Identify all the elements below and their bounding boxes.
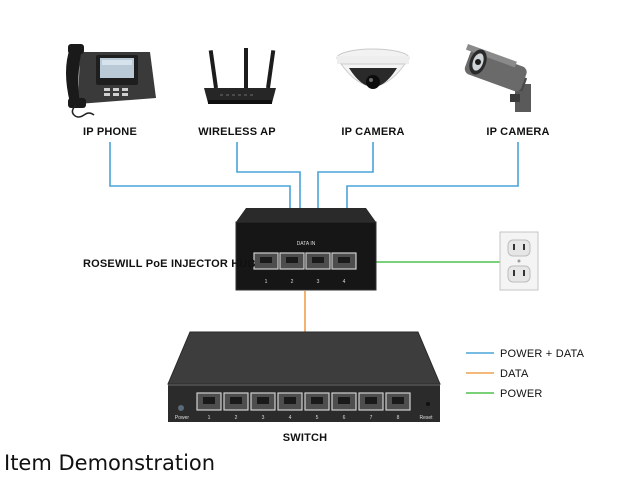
legend-label-power-data: POWER + DATA [500, 348, 585, 360]
switch-port-number: 2 [235, 415, 238, 421]
injector-port-number: 4 [343, 279, 346, 285]
injector-port-number: 2 [291, 279, 294, 285]
dome-camera-icon [336, 48, 410, 89]
switch-port-number: 1 [208, 415, 211, 421]
switch-port-number: 6 [343, 415, 346, 421]
bullet-camera-icon [464, 43, 531, 112]
wireless-ap-label: WIRELESS AP [198, 126, 276, 138]
legend: POWER + DATA DATA POWER [466, 348, 585, 400]
injector-panel-text: DATA IN [297, 241, 316, 247]
network-switch: Power Reset 1 2 3 4 5 6 7 8 [167, 331, 441, 422]
poe-injector-hub: DATA IN 1 2 3 4 [235, 208, 377, 291]
switch-port-number: 7 [370, 415, 373, 421]
caption-title: Item Demonstration [4, 451, 216, 475]
switch-reset-hole [426, 402, 430, 406]
line-wireless-ap [236, 142, 301, 208]
ip-phone-label: IP PHONE [83, 126, 137, 138]
legend-label-data: DATA [500, 368, 529, 380]
ip-phone-device: IP PHONE [66, 44, 156, 138]
dome-camera-device: IP CAMERA [336, 48, 410, 138]
injector-port-number: 1 [265, 279, 268, 285]
injector-ports [253, 252, 357, 270]
switch-label: SWITCH [283, 432, 328, 444]
switch-port-number: 8 [397, 415, 400, 421]
bullet-camera-device: IP CAMERA [464, 43, 549, 138]
line-bullet-camera [346, 142, 519, 208]
bullet-camera-label: IP CAMERA [486, 126, 549, 138]
injector-label: ROSEWILL PoE INJECTOR HUB [83, 258, 256, 270]
injector-port-number: 3 [317, 279, 320, 285]
line-dome-camera [317, 142, 374, 208]
legend-label-power: POWER [500, 388, 543, 400]
switch-port-number: 3 [262, 415, 265, 421]
ip-phone-icon [66, 44, 156, 118]
switch-port-number: 5 [316, 415, 319, 421]
wireless-ap-device: WIRELESS AP [198, 48, 276, 138]
switch-power-led [178, 405, 184, 411]
switch-reset-text: Reset [419, 415, 433, 421]
switch-port-number: 4 [289, 415, 292, 421]
connection-lines [109, 142, 519, 332]
wall-outlet-icon [499, 231, 539, 291]
line-ip-phone [109, 142, 291, 208]
dome-camera-label: IP CAMERA [341, 126, 404, 138]
switch-power-text: Power [175, 415, 190, 421]
wireless-router-icon [204, 48, 276, 104]
